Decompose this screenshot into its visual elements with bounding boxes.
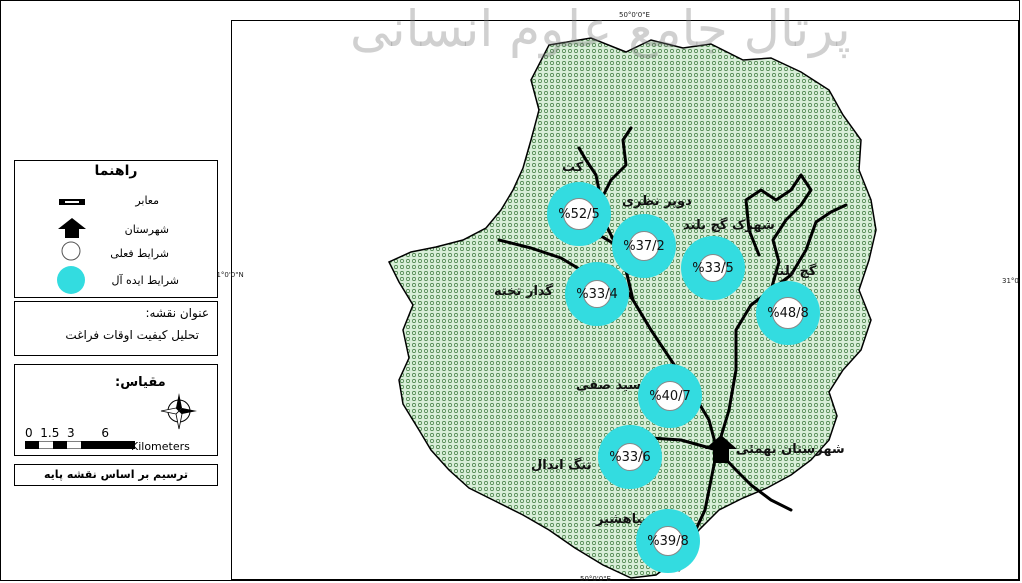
scale-bar [25, 441, 135, 449]
current-condition-marker [629, 231, 659, 261]
station-percentage: %33/4 [576, 286, 618, 302]
compass-icon [160, 393, 197, 430]
current-condition-marker [653, 526, 683, 556]
place-label: شهرک گچ بلند [683, 218, 775, 233]
station-percentage: %39/8 [647, 533, 689, 549]
scale-box: مقیاس: 0 1.5 3 6 Kilometers [14, 364, 218, 456]
place-label: تنگ ابدال [531, 458, 592, 473]
city-legend-icon [58, 218, 86, 238]
current-condition-marker [563, 198, 595, 230]
place-label: شهرستان بهمئی [736, 442, 845, 457]
place-label: گچ بلند [772, 264, 817, 279]
coord-right: 31°0 [1002, 277, 1019, 285]
station-percentage: %52/5 [558, 206, 600, 222]
station-percentage: %48/8 [767, 305, 809, 321]
place-label: گدار تخته [494, 284, 553, 299]
station-percentage: %33/5 [692, 260, 734, 276]
legend-item-roads: معابر [135, 194, 159, 207]
station-circle: %37/2 [612, 214, 676, 278]
coord-top: 50°0'0"E [619, 11, 650, 19]
current-condition-marker [699, 254, 727, 282]
station-percentage: %33/6 [609, 449, 651, 465]
current-condition-marker [655, 381, 685, 411]
place-label: سید صفی [576, 378, 642, 393]
source-text: ترسیم بر اساس نقشه پایه [43, 468, 189, 481]
coord-bottom: 50°0'0"E [580, 575, 611, 583]
station-circle: %39/8 [636, 509, 700, 573]
station-circle: %40/7 [638, 364, 702, 428]
current-condition-marker [772, 297, 804, 329]
legend-item-current: شرایط فعلی [110, 247, 169, 260]
current-condition-marker [583, 280, 611, 308]
map-title-label: عنوان نقشه: [145, 306, 209, 320]
scale-label: مقیاس: [115, 375, 166, 390]
station-circle: %33/4 [565, 262, 629, 326]
road-legend-icon [59, 199, 85, 205]
legend-item-ideal: شرایط ایده آل [111, 274, 179, 287]
station-circle: %48/8 [756, 281, 820, 345]
scale-numbers: 0 1.5 3 6 [25, 426, 109, 440]
source-box: ترسیم بر اساس نقشه پایه [14, 464, 218, 486]
station-percentage: %37/2 [623, 238, 665, 254]
watermark: پرتال جامع علوم انسانی [350, 0, 851, 58]
ideal-condition-legend-icon [57, 266, 85, 294]
map-title-box: عنوان نقشه: تحلیل کیفیت اوقات فراغت [14, 301, 218, 356]
current-condition-marker [616, 443, 644, 471]
legend: راهنما معابر شهرستان شرایط فعلی شرایط ای… [14, 160, 218, 298]
current-condition-legend-icon [61, 241, 81, 261]
place-label: دوپر نظری [622, 194, 692, 209]
station-circle: %33/6 [598, 425, 662, 489]
place-label: کت [562, 160, 584, 175]
coord-left: 31°0'0"N [212, 271, 244, 279]
station-percentage: %40/7 [649, 388, 691, 404]
legend-item-city: شهرستان [124, 223, 169, 236]
scale-unit: Kilometers [131, 440, 190, 453]
station-circle: %52/5 [547, 182, 611, 246]
legend-title: راهنما [94, 163, 138, 179]
station-circle: %33/5 [681, 236, 745, 300]
city-icon [705, 435, 737, 463]
map-title-value: تحلیل کیفیت اوقات فراغت [65, 328, 199, 342]
